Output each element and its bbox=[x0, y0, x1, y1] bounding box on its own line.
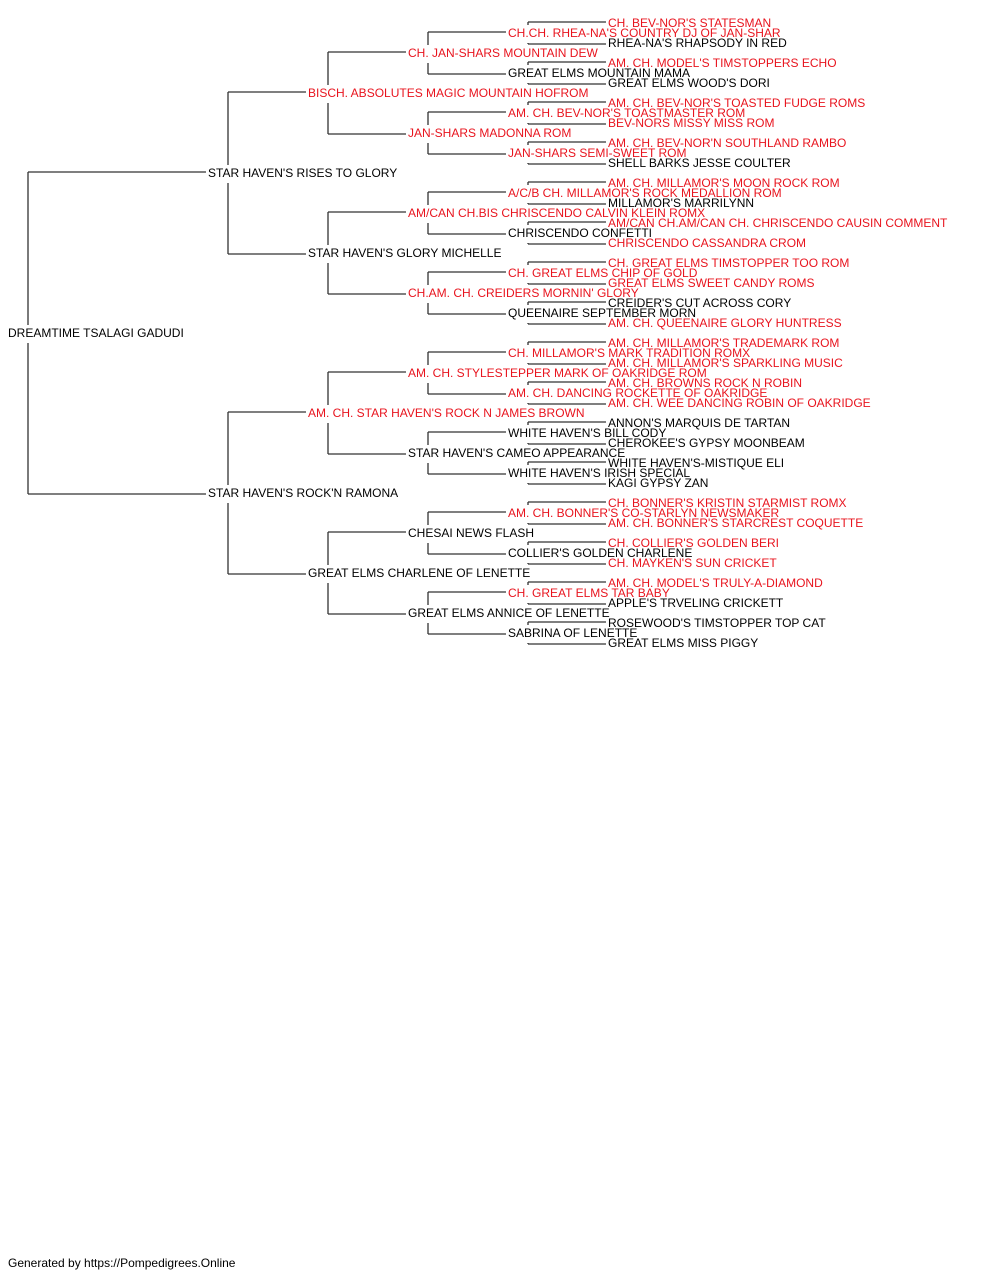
pedigree-node-gen3[interactable]: CH. JAN-SHARS MOUNTAIN DEW bbox=[408, 46, 598, 60]
pedigree-node-gen4[interactable]: SABRINA OF LENETTE bbox=[508, 626, 637, 640]
pedigree-node-gen0[interactable]: DREAMTIME TSALAGI GADUDI bbox=[8, 326, 184, 340]
pedigree-node-gen2[interactable]: AM. CH. STAR HAVEN'S ROCK N JAMES BROWN bbox=[308, 406, 585, 420]
pedigree-node-gen3[interactable]: STAR HAVEN'S CAMEO APPEARANCE bbox=[408, 446, 625, 460]
pedigree-node-gen3[interactable]: AM/CAN CH.BIS CHRISCENDO CALVIN KLEIN RO… bbox=[408, 206, 705, 220]
pedigree-node-gen5[interactable]: CHEROKEE'S GYPSY MOONBEAM bbox=[608, 436, 805, 450]
pedigree-node-gen3[interactable]: JAN-SHARS MADONNA ROM bbox=[408, 126, 571, 140]
pedigree-node-gen5[interactable]: AM. CH. QUEENAIRE GLORY HUNTRESS bbox=[608, 316, 842, 330]
pedigree-node-gen4[interactable]: CH. GREAT ELMS TAR BABY bbox=[508, 586, 670, 600]
pedigree-node-gen4[interactable]: A/C/B CH. MILLAMOR'S ROCK MEDALLION ROM bbox=[508, 186, 782, 200]
pedigree-node-gen5[interactable]: ANNON'S MARQUIS DE TARTAN bbox=[608, 416, 790, 430]
pedigree-node-gen5[interactable]: WHITE HAVEN'S-MISTIQUE ELI bbox=[608, 456, 784, 470]
generated-by-footer: Generated by https://Pompedigrees.Online bbox=[8, 1256, 236, 1270]
pedigree-node-gen3[interactable]: GREAT ELMS ANNICE OF LENETTE bbox=[408, 606, 610, 620]
pedigree-node-gen1[interactable]: STAR HAVEN'S ROCK'N RAMONA bbox=[208, 486, 398, 500]
pedigree-node-gen5[interactable]: AM. CH. WEE DANCING ROBIN OF OAKRIDGE bbox=[608, 396, 871, 410]
pedigree-node-gen5[interactable]: CH. MAYKEN'S SUN CRICKET bbox=[608, 556, 777, 570]
pedigree-node-gen4[interactable]: CHRISCENDO CONFETTI bbox=[508, 226, 652, 240]
pedigree-node-gen5[interactable]: CH. GREAT ELMS TIMSTOPPER TOO ROM bbox=[608, 256, 849, 270]
pedigree-node-gen5[interactable]: ROSEWOOD'S TIMSTOPPER TOP CAT bbox=[608, 616, 826, 630]
pedigree-node-gen3[interactable]: CH.AM. CH. CREIDERS MORNIN' GLORY bbox=[408, 286, 639, 300]
pedigree-node-gen2[interactable]: STAR HAVEN'S GLORY MICHELLE bbox=[308, 246, 501, 260]
pedigree-node-gen4[interactable]: AM. CH. BONNER'S CO-STARLYN NEWSMAKER bbox=[508, 506, 780, 520]
pedigree-node-gen5[interactable]: AM. CH. BONNER'S STARCREST COQUETTE bbox=[608, 516, 863, 530]
pedigree-node-gen5[interactable]: GREAT ELMS MISS PIGGY bbox=[608, 636, 758, 650]
pedigree-node-gen4[interactable]: QUEENAIRE SEPTEMBER MORN bbox=[508, 306, 696, 320]
pedigree-node-gen4[interactable]: WHITE HAVEN'S IRISH SPECIAL bbox=[508, 466, 690, 480]
pedigree-node-gen5[interactable]: AM. CH. BROWNS ROCK N ROBIN bbox=[608, 376, 802, 390]
pedigree-node-gen5[interactable]: CH. COLLIER'S GOLDEN BERI bbox=[608, 536, 779, 550]
pedigree-node-gen3[interactable]: AM. CH. STYLESTEPPER MARK OF OAKRIDGE RO… bbox=[408, 366, 707, 380]
pedigree-node-gen5[interactable]: RHEA-NA'S RHAPSODY IN RED bbox=[608, 36, 787, 50]
pedigree-node-gen5[interactable]: GREAT ELMS SWEET CANDY ROMS bbox=[608, 276, 814, 290]
pedigree-node-gen4[interactable]: AM. CH. DANCING ROCKETTE OF OAKRIDGE bbox=[508, 386, 767, 400]
pedigree-node-gen1[interactable]: STAR HAVEN'S RISES TO GLORY bbox=[208, 166, 397, 180]
pedigree-node-gen5[interactable]: AM. CH. MODEL'S TRULY-A-DIAMOND bbox=[608, 576, 823, 590]
pedigree-node-gen3[interactable]: CHESAI NEWS FLASH bbox=[408, 526, 534, 540]
pedigree-node-gen4[interactable]: JAN-SHARS SEMI-SWEET ROM bbox=[508, 146, 686, 160]
pedigree-node-gen5[interactable]: KAGI GYPSY ZAN bbox=[608, 476, 708, 490]
pedigree-node-gen5[interactable]: BEV-NORS MISSY MISS ROM bbox=[608, 116, 774, 130]
pedigree-node-gen4[interactable]: CH. GREAT ELMS CHIP OF GOLD bbox=[508, 266, 698, 280]
pedigree-node-gen2[interactable]: BISCH. ABSOLUTES MAGIC MOUNTAIN HOFROM bbox=[308, 86, 588, 100]
pedigree-node-gen2[interactable]: GREAT ELMS CHARLENE OF LENETTE bbox=[308, 566, 530, 580]
pedigree-node-gen5[interactable]: AM/CAN CH.AM/CAN CH. CHRISCENDO CAUSIN C… bbox=[608, 216, 948, 230]
pedigree-node-gen5[interactable]: GREAT ELMS WOOD'S DORI bbox=[608, 76, 770, 90]
pedigree-node-gen5[interactable]: AM. CH. MILLAMOR'S TRADEMARK ROM bbox=[608, 336, 839, 350]
pedigree-node-gen4[interactable]: CH. MILLAMOR'S MARK TRADITION ROMX bbox=[508, 346, 750, 360]
pedigree-node-gen5[interactable]: CHRISCENDO CASSANDRA CROM bbox=[608, 236, 806, 250]
pedigree-node-gen5[interactable]: CH. BEV-NOR'S STATESMAN bbox=[608, 16, 771, 30]
pedigree-node-gen5[interactable]: CREIDER'S CUT ACROSS CORY bbox=[608, 296, 791, 310]
pedigree-node-gen4[interactable]: AM. CH. BEV-NOR'S TOASTMASTER ROM bbox=[508, 106, 745, 120]
pedigree-node-gen5[interactable]: APPLE'S TRVELING CRICKETT bbox=[608, 596, 784, 610]
pedigree-node-gen4[interactable]: CH.CH. RHEA-NA'S COUNTRY DJ OF JAN-SHAR bbox=[508, 26, 781, 40]
pedigree-node-gen5[interactable]: AM. CH. MODEL'S TIMSTOPPERS ECHO bbox=[608, 56, 837, 70]
pedigree-node-gen5[interactable]: AM. CH. MILLAMOR'S MOON ROCK ROM bbox=[608, 176, 840, 190]
pedigree-node-gen5[interactable]: AM. CH. MILLAMOR'S SPARKLING MUSIC bbox=[608, 356, 843, 370]
pedigree-node-gen4[interactable]: GREAT ELMS MOUNTAIN MAMA bbox=[508, 66, 690, 80]
pedigree-node-gen5[interactable]: MILLAMOR'S MARRILYNN bbox=[608, 196, 754, 210]
pedigree-node-gen4[interactable]: COLLIER'S GOLDEN CHARLENE bbox=[508, 546, 692, 560]
pedigree-node-gen5[interactable]: AM. CH. BEV-NOR'S TOASTED FUDGE ROMS bbox=[608, 96, 865, 110]
pedigree-node-gen5[interactable]: SHELL BARKS JESSE COULTER bbox=[608, 156, 791, 170]
pedigree-node-gen5[interactable]: AM. CH. BEV-NOR'N SOUTHLAND RAMBO bbox=[608, 136, 846, 150]
pedigree-node-gen4[interactable]: WHITE HAVEN'S BILL CODY bbox=[508, 426, 666, 440]
pedigree-node-gen5[interactable]: CH. BONNER'S KRISTIN STARMIST ROMX bbox=[608, 496, 847, 510]
